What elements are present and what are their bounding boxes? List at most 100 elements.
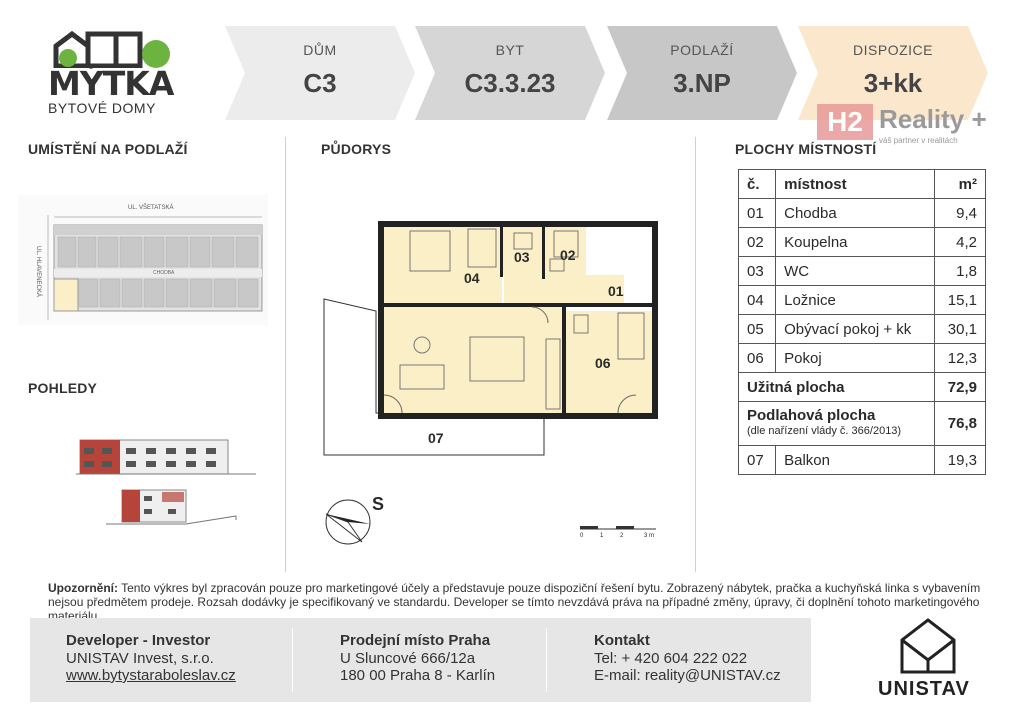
col-name: místnost [775,169,936,199]
sales-block: Prodejní místo Praha U Sluncové 666/12a … [340,632,495,685]
scale-3: 3 m [644,533,655,539]
contact-phone[interactable]: Tel: + 420 604 222 022 [594,649,748,667]
sales-city: 180 00 Praha 8 - Karlín [340,667,496,684]
contact-email[interactable]: E-mail: reality@UNISTAV.cz [594,667,781,684]
cell-area: 4,2 [934,227,986,257]
cell-name: Ložnice [775,285,936,315]
developer-name: UNISTAV Invest, s.r.o. [66,649,214,667]
disclaimer-label: Upozornění: [48,581,118,595]
step-podlazi: PODLAŽÍ 3.NP [607,26,797,120]
room-label-03: 03 [514,249,530,265]
cell-name: Chodba [775,198,936,228]
divider [695,137,696,572]
cell-name: WC [775,256,936,286]
usable-label: Užitná plocha [737,372,936,402]
developer-block: Developer - Investor UNISTAV Invest, s.r… [66,632,236,685]
col-unit: m² [934,169,986,199]
step-value: 3+kk [863,67,923,98]
room-label-07: 07 [428,430,444,446]
cell-no: 07 [737,445,777,475]
h2-box: H2 [817,104,873,140]
scale-1: 1 [600,533,604,539]
compass-label: S [372,494,385,514]
scale-0: 0 [580,533,584,539]
divider [285,137,286,572]
floor-area-cell: Podlahová plocha (dle nařízení vlády č. … [737,401,936,446]
step-label: DŮM [303,41,337,58]
step-label: BYT [495,41,525,58]
cell-no: 04 [737,285,777,315]
cell-no: 06 [737,343,777,373]
contact-title: Kontakt [594,632,650,649]
disclaimer: Upozornění: Tento výkres byl zpracován p… [48,581,988,623]
cell-area: 12,3 [934,343,986,373]
disclaimer-text: Tento výkres byl zpracován pouze pro mar… [48,581,981,623]
unistav-wordmark: UNISTAV [878,678,970,700]
building-elevations [76,434,266,534]
room-label-02: 02 [560,247,576,263]
scale-2: 2 [620,533,624,539]
contact-block: Kontakt Tel: + 420 604 222 022 E-mail: r… [594,632,781,685]
step-dum: DŮM C3 [225,26,415,120]
heading-views: POHLEDY [28,380,98,396]
street-side-label: UL. HLAVENECKÁ [35,246,41,297]
heading-areas: PLOCHY MÍSTNOSTÍ [735,141,877,157]
corridor-label: CHODBA [153,270,175,276]
logo-subtitle: BYTOVÉ DOMY [48,100,156,116]
cell-name: Obývací pokoj + kk [775,314,936,344]
usable-value: 72,9 [934,372,986,402]
step-label: PODLAŽÍ [670,41,734,58]
cell-no: 03 [737,256,777,286]
unistav-logo: UNISTAV [872,612,982,707]
heading-location: UMÍSTĚNÍ NA PODLAŽÍ [28,141,188,157]
floor-area-row: Podlahová plocha (dle nařízení vlády č. … [737,401,986,446]
cell-area: 1,8 [934,256,986,286]
footer-divider [292,628,293,692]
room-label-06: 06 [595,355,611,371]
cell-no: 02 [737,227,777,257]
mytka-logo: MÝTKA BYTOVÉ DOMY [44,28,184,118]
h2-reality-watermark: H2 Reality + váš partner v realitách [817,104,992,148]
cell-name: Balkon [775,445,936,475]
developer-title: Developer - Investor [66,632,211,649]
cell-area: 15,1 [934,285,986,315]
footer-contacts: Developer - Investor UNISTAV Invest, s.r… [30,618,811,702]
step-value: C3.3.23 [464,67,556,98]
h2-text: Reality + [879,104,987,134]
floor-plan: 04 03 02 01 06 07 0 1 2 3 m [318,215,668,545]
developer-website-link[interactable]: www.bytystaraboleslav.cz [66,667,236,684]
step-label: DISPOZICE [853,41,933,58]
cell-area: 30,1 [934,314,986,344]
heading-plan: PŮDORYS [321,141,392,157]
logo-title: MÝTKA [48,64,174,103]
h2-tagline: váš partner v realitách [879,136,958,145]
col-no: č. [737,169,777,199]
room-label-01: 01 [608,283,624,299]
cell-no: 05 [737,314,777,344]
room-label-04: 04 [464,270,480,286]
step-value: C3 [303,67,337,98]
location-map: UL. VŠETATSKÁ UL. HLAVENECKÁ CHODBA [18,195,268,325]
sales-title: Prodejní místo Praha [340,632,491,649]
floor-label: Podlahová plocha [747,407,876,424]
step-byt: BYT C3.3.23 [415,26,605,120]
footer-divider [546,628,547,692]
cell-area: 19,3 [934,445,986,475]
floor-note: (dle nařízení vlády č. 366/2013) [747,425,902,437]
step-value: 3.NP [673,67,731,98]
cell-no: 01 [737,198,777,228]
floor-value: 76,8 [934,401,986,446]
sales-street: U Sluncové 666/12a [340,649,476,667]
street-top-label: UL. VŠETATSKÁ [128,205,174,211]
table-header: č. místnost m² [737,169,986,199]
cell-name: Pokoj [775,343,936,373]
